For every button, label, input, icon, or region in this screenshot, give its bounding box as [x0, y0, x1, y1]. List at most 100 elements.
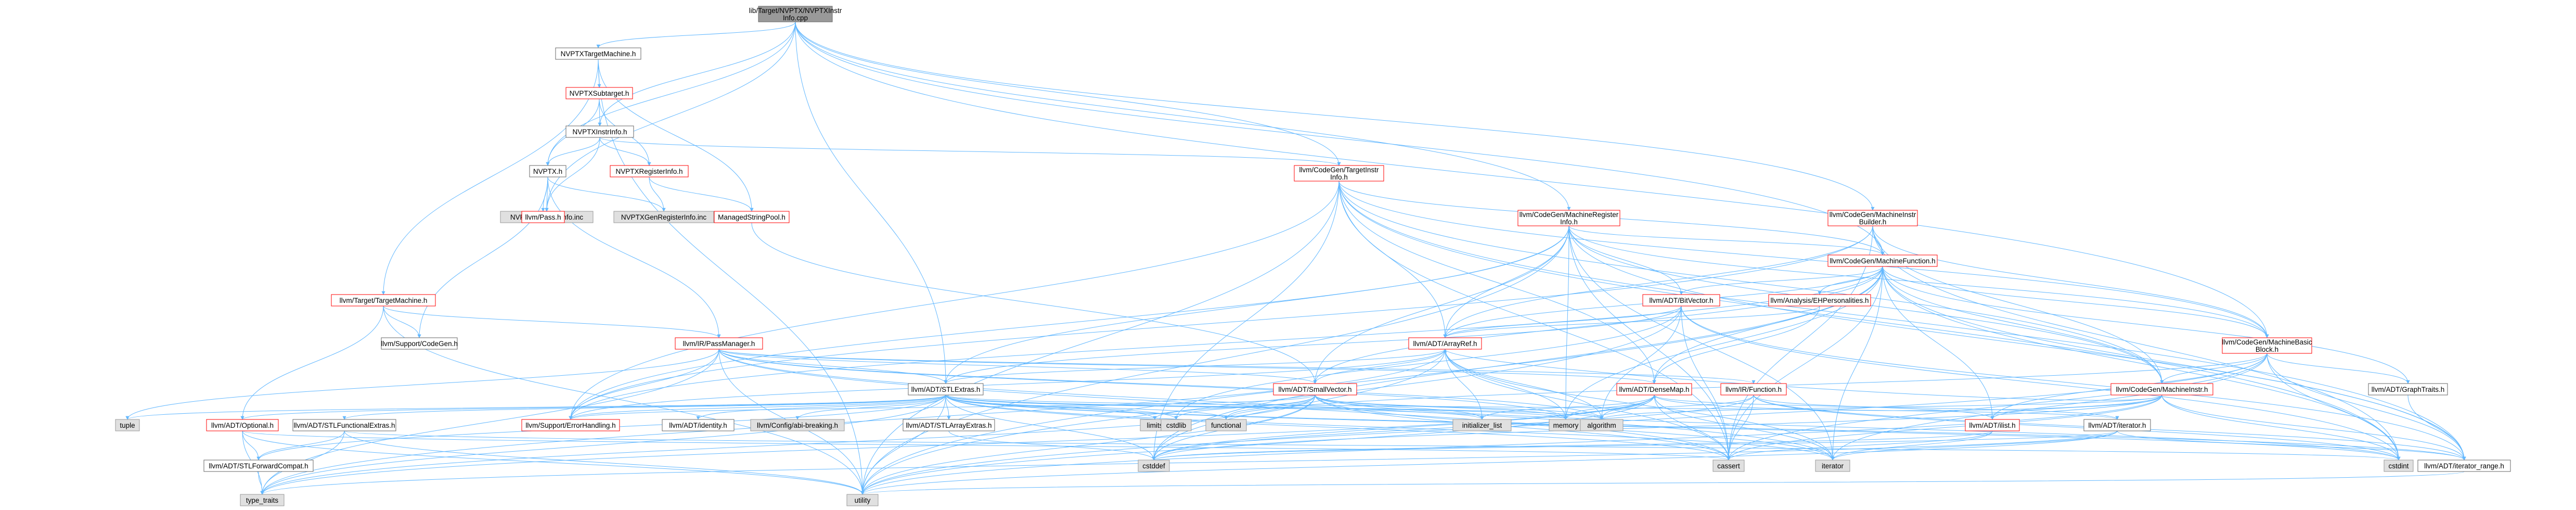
edge-tm-to-msp: [598, 59, 754, 212]
node-stlextras[interactable]: llvm/ADT/STLExtras.h: [908, 383, 984, 396]
node-label: llvm/ADT/BitVector.h: [1649, 297, 1713, 304]
edge-ilist-to-iterator: [1831, 430, 1993, 461]
node-irfunc[interactable]: llvm/IR/Function.h: [1720, 383, 1787, 396]
edge-cgti-to-arrayref: [1338, 181, 1447, 338]
node-box: [521, 419, 620, 431]
node-arrayref[interactable]: llvm/ADT/ArrayRef.h: [1408, 337, 1482, 350]
edge-smallvec-to-algorithm: [1315, 394, 1604, 420]
node-stlfc[interactable]: llvm/ADT/STLForwardCompat.h: [203, 460, 314, 472]
edge-cgmbb-to-cassert: [1727, 353, 2268, 461]
node-label: llvm/Target/TargetMachine.h: [340, 297, 428, 304]
edge-stlextras-to-tuple: [125, 394, 946, 420]
node-densemap[interactable]: llvm/ADT/DenseMap.h: [1616, 383, 1692, 396]
node-reginfo[interactable]: NVPTXRegisterInfo.h: [610, 165, 689, 177]
node-label: llvm/ADT/ArrayRef.h: [1413, 340, 1477, 348]
node-errh[interactable]: llvm/Support/ErrorHandling.h: [521, 419, 620, 431]
node-stlae[interactable]: llvm/ADT/STLArrayExtras.h: [903, 419, 995, 431]
node-utility: utility: [846, 494, 879, 506]
edge-smallvec-to-cstdlib: [1174, 394, 1316, 420]
node-cstddef: cstddef: [1138, 460, 1170, 472]
node-graphtraits[interactable]: llvm/ADT/GraphTraits.h: [2368, 383, 2448, 396]
edge-ii-to-cgti: [599, 137, 1341, 166]
edge-arrayref-to-algorithm: [1445, 349, 1604, 420]
edge-irpm-to-memory: [718, 349, 1568, 420]
node-box: [1827, 254, 1938, 267]
edge-stlae-to-cstddef: [948, 430, 1156, 461]
node-label: cassert: [1717, 462, 1740, 470]
edge-cgmbb-to-cgmi: [2160, 353, 2268, 384]
node-optional[interactable]: llvm/ADT/Optional.h: [206, 419, 279, 431]
node-nvptx[interactable]: NVPTX.h: [529, 165, 566, 177]
edge-smallvec-to-utility: [860, 394, 1316, 495]
node-box: [908, 383, 984, 396]
node-cgmi[interactable]: llvm/CodeGen/MachineInstr.h: [2110, 383, 2213, 396]
node-box: [529, 165, 566, 177]
edge-cgmf-to-cgmi: [1882, 266, 2164, 384]
node-label: llvm/ADT/iterator_range.h: [2424, 462, 2504, 470]
node-box: [1616, 383, 1692, 396]
node-cgmf[interactable]: llvm/CodeGen/MachineFunction.h: [1827, 254, 1938, 267]
edge-cgmf-to-ilist: [1882, 266, 1994, 420]
node-box: [1452, 419, 1512, 431]
node-msp[interactable]: ManagedStringPool.h: [714, 211, 790, 223]
node-ttm[interactable]: llvm/Target/TargetMachine.h: [331, 294, 436, 307]
node-label: memory: [1553, 422, 1579, 429]
edge-stlextras-to-initlist: [945, 394, 1484, 420]
node-label: llvm/Pass.h: [525, 213, 561, 221]
edge-optional-to-utility: [242, 430, 865, 495]
node-stlfe[interactable]: llvm/ADT/STLFunctionalExtras.h: [292, 419, 396, 431]
edge-ii-to-nvptx: [546, 137, 600, 166]
edge-cgmf-to-iterator: [1831, 266, 1883, 461]
node-cfgabi: llvm/Config/abi-breaking.h: [750, 419, 845, 431]
edge-cgti-to-cassert: [1338, 181, 1731, 461]
node-pass[interactable]: llvm/Pass.h: [521, 211, 565, 223]
edge-densemap-to-typetraits: [260, 394, 1655, 495]
node-label: initializer_list: [1462, 422, 1502, 429]
node-identity[interactable]: llvm/ADT/identity.h: [662, 419, 735, 431]
edge-adtiter-to-typetraits: [260, 430, 2118, 495]
node-box: [2417, 460, 2511, 472]
edge-stlextras-to-typetraits: [260, 394, 946, 495]
node-adtiter[interactable]: llvm/ADT/iterator.h: [2083, 419, 2151, 431]
node-iterrange[interactable]: llvm/ADT/iterator_range.h: [2417, 460, 2511, 472]
node-sub[interactable]: NVPTXSubtarget.h: [565, 87, 633, 99]
node-label: llvm/CodeGen/TargetInstr: [1299, 166, 1379, 174]
edge-cgmi-to-arrayref: [1443, 349, 2162, 401]
node-box: [1768, 294, 1871, 307]
node-iterator: iterator: [1815, 460, 1850, 472]
node-box: [2110, 383, 2213, 396]
edge-smallvec-to-memory: [1315, 394, 1568, 420]
edge-iterrange-to-utility: [861, 471, 2465, 495]
node-label: llvm/Analysis/EHPersonalities.h: [1770, 297, 1869, 304]
node-root[interactable]: lib/Target/NVPTX/NVPTXInstrInfo.cpp: [749, 6, 842, 22]
edge-ttm-to-irpm: [383, 305, 721, 338]
node-ilist[interactable]: llvm/ADT/ilist.h: [1965, 419, 2020, 431]
node-smallvec[interactable]: llvm/ADT/SmallVector.h: [1273, 383, 1357, 396]
edge-ii-to-geninstr: [545, 137, 600, 212]
node-box: [331, 294, 436, 307]
node-box: [1205, 419, 1247, 431]
node-label: Block.h: [2256, 346, 2278, 353]
edge-stlextras-to-iterator: [945, 394, 1835, 461]
node-initlist: initializer_list: [1452, 419, 1512, 431]
node-box: [675, 337, 763, 350]
edge-cgmri-to-utility: [860, 225, 1569, 495]
edge-cgmi-to-utility: [860, 394, 2162, 495]
node-ii[interactable]: NVPTXInstrInfo.h: [565, 125, 634, 138]
node-box: [1965, 419, 2020, 431]
node-box: [2384, 460, 2414, 472]
node-bitvec[interactable]: llvm/ADT/BitVector.h: [1642, 294, 1720, 307]
node-tm[interactable]: NVPTXTargetMachine.h: [555, 47, 641, 60]
edge-arrayref-to-stlextras: [944, 349, 1446, 384]
node-supcg[interactable]: llvm/Support/CodeGen.h: [381, 337, 458, 350]
node-irpm[interactable]: llvm/IR/PassManager.h: [675, 337, 763, 350]
edge-graphtraits-to-iterrange: [2407, 394, 2466, 461]
node-cstdint: cstdint: [2384, 460, 2414, 472]
node-label: iterator: [1822, 462, 1844, 470]
node-ehp[interactable]: llvm/Analysis/EHPersonalities.h: [1768, 294, 1871, 307]
edge-cgmib-to-cstdint: [1872, 225, 2401, 461]
